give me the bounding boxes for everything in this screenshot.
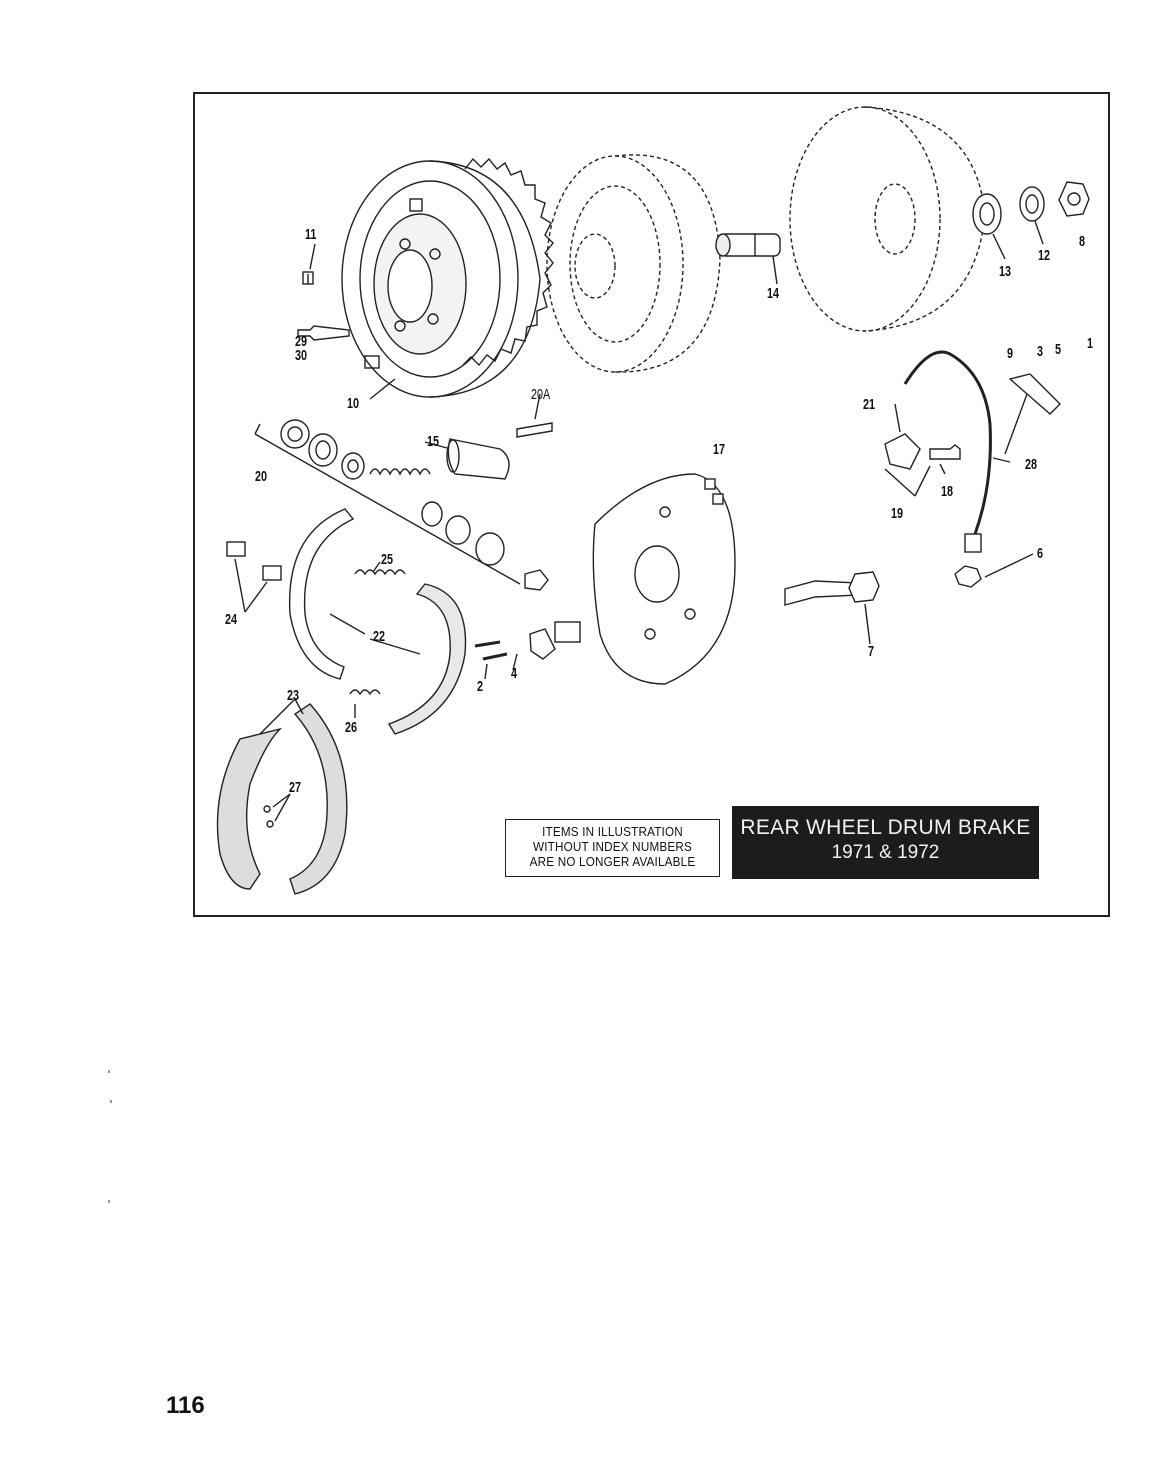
callout-label: 25 (381, 551, 394, 568)
callout-label: 10 (347, 395, 360, 412)
callout-label: 12 (1038, 247, 1051, 264)
callout-label: 2 (477, 678, 484, 695)
diagram-title: REAR WHEEL DRUM BRAKE (740, 816, 1031, 839)
backing-plate-part (592, 473, 736, 685)
availability-note: ITEMS IN ILLUSTRATION WITHOUT INDEX NUMB… (505, 819, 720, 877)
page-number: 116 (166, 1392, 205, 1419)
note-line: ITEMS IN ILLUSTRATION (542, 824, 683, 839)
nut-part (1058, 181, 1090, 217)
brake-shoe-part (288, 508, 355, 680)
callout-label: 29 (295, 333, 308, 350)
callout-label: 14 (767, 285, 780, 302)
scan-speck (110, 1100, 112, 1103)
scan-speck (108, 1070, 110, 1073)
wheel-cylinder-parts (254, 419, 521, 585)
callout-label: 7 (868, 643, 875, 660)
brake-lining-part (216, 727, 283, 890)
bushing-part (1019, 186, 1045, 222)
note-line: ARE NO LONGER AVAILABLE (529, 854, 696, 869)
callout-label: 18 (941, 483, 954, 500)
callout-label: 8 (1079, 233, 1086, 250)
callout-label: 23 (287, 687, 300, 704)
exploded-brake-diagram (216, 106, 1090, 895)
callout-label: 30 (295, 347, 308, 364)
bearing-part (972, 193, 1002, 235)
callout-label: 17 (713, 441, 726, 458)
axle-sleeve-part (715, 233, 781, 257)
diagram-title-block: REAR WHEEL DRUM BRAKE 1971 & 1972 (732, 806, 1039, 879)
callout-label: 3 (1037, 343, 1044, 360)
callout-label: 20A (531, 386, 551, 403)
callout-label: 9 (1007, 345, 1014, 362)
callout-label: 15 (427, 433, 440, 450)
backing-plate-assembly-part (789, 106, 986, 332)
scan-speck (108, 1200, 110, 1203)
diagram-years: 1971 & 1972 (831, 842, 940, 863)
callout-label: 21 (863, 396, 876, 413)
note-line: WITHOUT INDEX NUMBERS (533, 839, 692, 854)
callout-label: 5 (1055, 341, 1062, 358)
callout-label: 20 (255, 468, 268, 485)
callout-label: 27 (289, 779, 302, 796)
callout-label: 13 (999, 263, 1012, 280)
sprocket-drum-part (341, 157, 554, 398)
callout-label: 24 (225, 611, 238, 628)
callout-label: 4 (511, 665, 518, 682)
callout-label: 26 (345, 719, 358, 736)
callout-label: 11 (305, 226, 317, 243)
callout-label: 1 (1087, 335, 1094, 352)
callout-label: 22 (373, 628, 386, 645)
brake-drum-part (546, 154, 721, 373)
callout-label: 6 (1037, 545, 1044, 562)
diagram-frame: 11 29 30 10 20A 15 20 14 13 12 8 9 3 5 1… (193, 92, 1110, 917)
callout-label: 28 (1025, 456, 1038, 473)
callout-label: 19 (891, 505, 904, 522)
